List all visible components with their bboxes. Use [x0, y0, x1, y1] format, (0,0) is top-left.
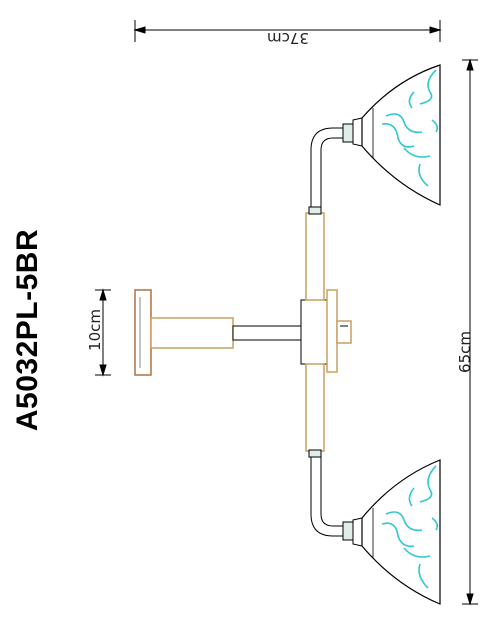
central-hub: [300, 289, 352, 373]
upper-glass-swirls: [381, 69, 439, 187]
lower-arm: [310, 457, 343, 537]
arm-end-caps: [308, 206, 322, 458]
lower-glass-swirls: [381, 465, 439, 589]
height-dimension: [462, 58, 478, 606]
stem-rod: [232, 325, 302, 341]
upper-arm: [310, 127, 343, 207]
canopy-dimension: [95, 288, 111, 377]
lower-lamp-shade: [342, 459, 441, 605]
upper-lamp-shade: [342, 64, 441, 206]
width-dimension: [133, 20, 442, 42]
ceiling-canopy: [134, 289, 234, 376]
